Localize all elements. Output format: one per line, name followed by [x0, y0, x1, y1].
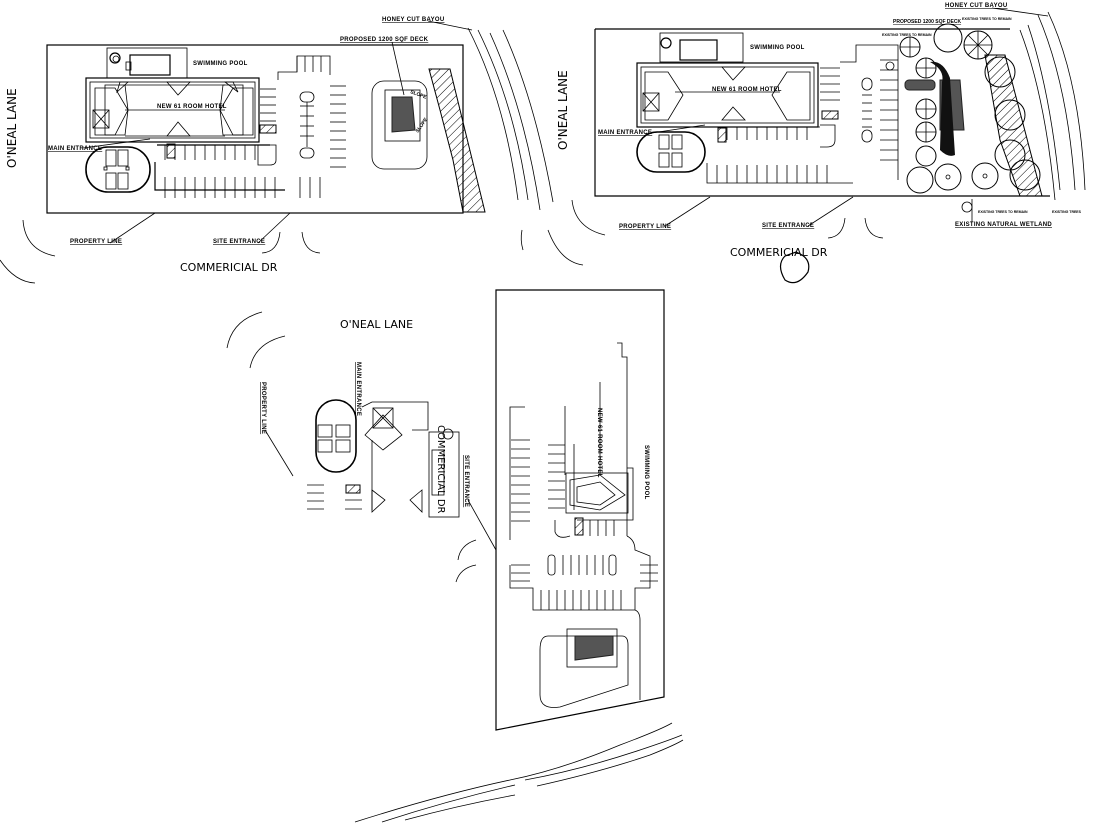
hotel-label: NEW 61 ROOM HOTEL	[712, 87, 782, 93]
hotel-label: NEW 61 ROOM HOTEL	[157, 104, 227, 110]
hotel-building	[564, 342, 634, 536]
property-boundary	[594, 29, 1050, 197]
tree-note-4: EXISTING TREES	[1052, 210, 1082, 214]
tree-note-1: EXISTING TREES TO REMAIN	[962, 17, 1012, 21]
drop-off-circle	[636, 131, 706, 173]
trees	[885, 23, 1041, 213]
wetland-hatch	[984, 54, 1043, 197]
wetland-label: EXISTING NATURAL WETLAND	[955, 222, 1052, 228]
main-entrance-label: MAIN ENTRANCE	[355, 362, 361, 416]
property-line-label: PROPERTY LINE	[70, 239, 122, 245]
property-line-label: PROPERTY LINE	[619, 224, 671, 230]
site-plan-2: SWIMMING POOL NEW 61 ROOM HOTEL MAIN ENT…	[547, 3, 1086, 284]
proposed-deck	[539, 628, 629, 708]
commercial-dr-label: COMMERICIAL DR	[180, 261, 278, 274]
hotel-building	[636, 62, 819, 128]
main-entrance-label: MAIN ENTRANCE	[598, 130, 652, 136]
property-boundary	[495, 289, 665, 731]
tree-note-3: EXISTING TREES TO REMAIN	[978, 210, 1028, 214]
site-plan-3: O'NEAL LANE PROPERTY LINE MAIN ENTRANCE …	[226, 289, 665, 731]
bayou-lines	[467, 27, 554, 211]
parking-lot	[154, 55, 346, 198]
site-entrance-label: SITE ENTRANCE	[213, 239, 265, 245]
slope-label-1: SLOPE	[409, 89, 428, 101]
wetland-hatch	[428, 68, 486, 213]
site-plan-1: SWIMMING POOL NEW 61 ROOM HOTEL	[0, 17, 554, 284]
tree-note-2: EXISTING TREES TO REMAIN	[882, 33, 932, 37]
hotel-label: NEW 61 ROOM HOTEL	[596, 408, 602, 478]
proposed-deck-label: PROPOSED 1200 SQF DECK	[893, 19, 961, 25]
swimming-pool	[659, 32, 744, 63]
proposed-deck	[371, 80, 428, 170]
proposed-deck	[904, 61, 965, 156]
site-entrance-label: SITE ENTRANCE	[762, 223, 814, 229]
oneal-lane-label: O'NEAL LANE	[340, 318, 413, 331]
pool-label: SWIMMING POOL	[193, 61, 248, 67]
commercial-dr-label: COMMERICIAL DR	[730, 246, 828, 259]
bayou-lines	[1019, 11, 1086, 201]
main-entrance-label: MAIN ENTRANCE	[48, 146, 102, 152]
parking-lot	[509, 406, 658, 700]
bayou-label: HONEY CUT BAYOU	[945, 3, 1008, 9]
proposed-deck-label: PROPOSED 1200 SQF DECK	[340, 37, 429, 43]
oneal-lane-label: O'NEAL LANE	[556, 70, 570, 150]
hotel-building	[85, 77, 260, 143]
bayou-label: HONEY CUT BAYOU	[382, 17, 445, 23]
bayou-lines-bottom	[354, 722, 684, 823]
drop-off-circle	[85, 146, 151, 193]
property-line-label: PROPERTY LINE	[260, 382, 266, 434]
pool-label: SWIMMING POOL	[643, 445, 649, 500]
swimming-pool	[106, 47, 188, 79]
pool-label: SWIMMING POOL	[750, 45, 805, 51]
oneal-lane-label: O'NEAL LANE	[5, 88, 19, 168]
slope-label-2: SLOPE	[415, 116, 430, 134]
hotel-building-small	[361, 401, 460, 518]
drop-off-circle	[315, 399, 357, 473]
commercial-dr-label: COMMERICIAL DR	[435, 425, 446, 514]
parking-stalls-small	[307, 484, 362, 510]
site-entrance-label: SITE ENTRANCE	[463, 455, 469, 507]
parking-lot	[706, 44, 899, 184]
